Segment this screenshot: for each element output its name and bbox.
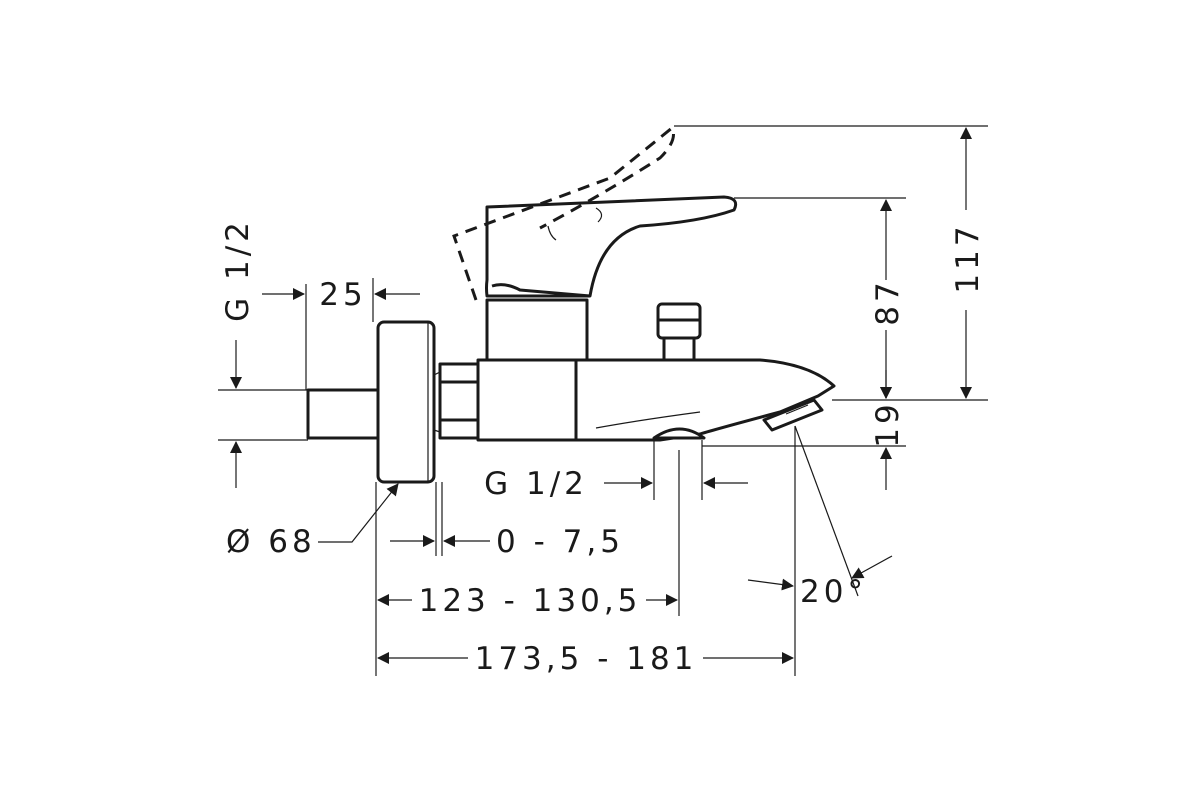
label-height-117: 117 (950, 222, 986, 293)
dimension-arrows (230, 127, 972, 664)
label-diameter-68: Ø 68 (226, 524, 316, 560)
diverter-stem (662, 334, 696, 362)
extension-lines (218, 125, 988, 676)
label-range-123: 123 - 130,5 (419, 583, 642, 619)
label-range-173: 173,5 - 181 (475, 641, 698, 677)
hex-nut (438, 362, 480, 440)
wall-connector (306, 388, 380, 440)
label-thread-left: G 1/2 (220, 218, 256, 322)
lever-neck (485, 298, 589, 362)
faucet-body (306, 125, 836, 484)
dimension-labels: G 1/2 25 Ø 68 0 - 7,5 G 1/2 123 - 130,5 … (220, 218, 986, 677)
lever-handle (485, 195, 738, 298)
label-angle-20: 20° (800, 574, 867, 610)
spout-outlet (762, 398, 824, 432)
label-range-0-7-5: 0 - 7,5 (496, 524, 624, 560)
label-thread-bottom: G 1/2 (484, 466, 588, 502)
lever-handle-open (452, 125, 675, 301)
label-offset-25: 25 (319, 277, 366, 313)
label-height-87: 87 (870, 278, 906, 325)
rosette (376, 320, 436, 484)
aerator (652, 427, 706, 440)
label-height-19: 19 (870, 400, 906, 447)
